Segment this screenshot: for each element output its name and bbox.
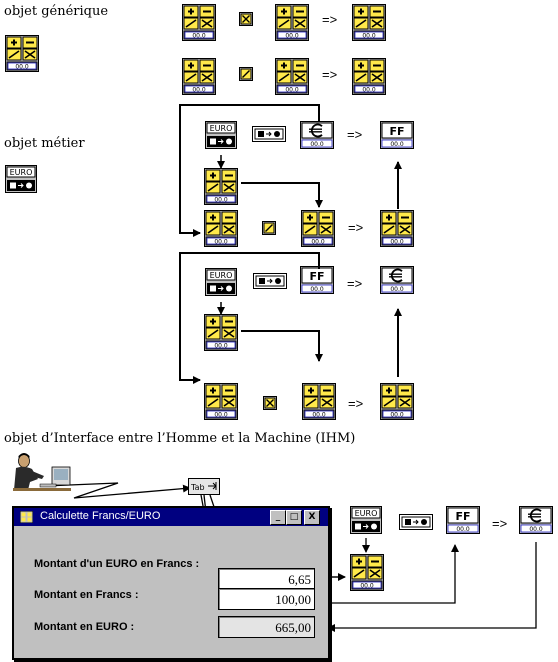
divide-operator-icon	[239, 67, 253, 81]
convert-function-icon	[253, 273, 287, 289]
yields-arrow-text: =>	[322, 67, 338, 82]
svg-text:00.0: 00.0	[214, 197, 228, 204]
svg-text:00.0: 00.0	[390, 412, 404, 419]
svg-text:00.0: 00.0	[214, 343, 228, 350]
svg-text:00.0: 00.0	[390, 239, 404, 246]
svg-text:00.0: 00.0	[214, 412, 228, 419]
svg-text:00.0: 00.0	[456, 526, 470, 533]
svg-text:FF: FF	[455, 510, 470, 523]
calculator-window: Calculette Francs/EURO _ □ X Montant d'u…	[12, 506, 330, 660]
yields-arrow-text: =>	[322, 12, 338, 27]
franc-display-object-icon: FF 00.0	[300, 266, 334, 294]
calculator-object-icon: 00.0	[275, 4, 309, 41]
franc-display-object-icon: FF 00.0	[446, 506, 480, 534]
calculator-object-icon: 00.0	[302, 383, 336, 420]
euro-converter-object-icon: EURO	[205, 268, 237, 296]
svg-text:EURO: EURO	[10, 168, 33, 177]
francs-input[interactable]: 100,00	[218, 588, 315, 610]
svg-text:00.0: 00.0	[362, 87, 376, 94]
calculator-object-icon: 00.0	[204, 210, 238, 247]
svg-text:EURO: EURO	[210, 124, 233, 133]
app-icon	[20, 511, 33, 523]
svg-text:00.0: 00.0	[362, 33, 376, 40]
calculator-object-icon: 00.0	[5, 35, 39, 72]
svg-text:00.0: 00.0	[310, 286, 324, 293]
field-label-francs: Montant en Francs :	[34, 589, 139, 601]
user-at-computer-icon	[13, 453, 71, 491]
connector-loop-1	[179, 104, 320, 237]
calculator-object-icon: 00.0	[182, 58, 216, 95]
svg-text:00.0: 00.0	[312, 412, 326, 419]
svg-text:00.0: 00.0	[529, 526, 543, 533]
calculator-object-icon: 00.0	[301, 210, 335, 247]
svg-text:EURO: EURO	[210, 271, 233, 280]
svg-text:00.0: 00.0	[285, 87, 299, 94]
generic-object-label: objet générique	[4, 4, 109, 19]
connector-operand-1	[241, 182, 323, 208]
calculator-object-icon: 00.0	[204, 314, 238, 351]
calculator-object-icon: 00.0	[380, 210, 414, 247]
svg-text:00.0: 00.0	[390, 141, 404, 148]
svg-text:FF: FF	[389, 125, 404, 138]
convert-function-icon	[399, 514, 433, 530]
minimize-button[interactable]: _	[270, 510, 286, 525]
svg-text:00.0: 00.0	[311, 239, 325, 246]
maximize-button[interactable]: □	[286, 510, 302, 525]
calculator-object-icon: 00.0	[182, 4, 216, 41]
euro-display-object-icon: 00.0	[380, 266, 414, 294]
svg-text:EURO: EURO	[355, 509, 378, 518]
svg-text:00.0: 00.0	[285, 33, 299, 40]
euro-display-object-icon: 00.0	[519, 506, 553, 534]
euro-converter-object-icon: EURO	[205, 121, 237, 149]
svg-text:00.0: 00.0	[214, 239, 228, 246]
euro-converter-object-icon: EURO	[350, 506, 382, 534]
field-label-euro: Montant en EURO :	[34, 621, 135, 633]
yields-arrow-text: =>	[347, 276, 363, 291]
yields-arrow-text: =>	[348, 220, 364, 235]
tab-key-icon: Tab	[188, 478, 220, 495]
euro-result-field: 665,00	[218, 616, 315, 638]
calculator-object-icon: 00.0	[380, 383, 414, 420]
yields-arrow-text: =>	[348, 396, 364, 411]
svg-text:00.0: 00.0	[310, 141, 324, 148]
field-label-rate: Montant d'un EURO en Francs :	[34, 558, 200, 570]
euro-display-object-icon: 00.0	[300, 121, 334, 149]
connector-euro-result-to-field3	[327, 542, 537, 632]
multiply-operator-icon	[263, 396, 277, 410]
calculator-object-icon: 00.0	[275, 58, 309, 95]
yields-arrow-text: =>	[492, 516, 508, 531]
calculator-object-icon: 00.0	[352, 4, 386, 41]
multiply-operator-icon	[239, 12, 253, 26]
euro-converter-object-icon: EURO	[5, 165, 37, 193]
svg-text:00.0: 00.0	[390, 286, 404, 293]
connector-user-to-tab	[44, 482, 191, 499]
connector-loop-2	[179, 252, 320, 384]
svg-text:00.0: 00.0	[192, 33, 206, 40]
franc-display-object-icon: FF 00.0	[380, 121, 414, 149]
calculator-object-icon: 00.0	[350, 554, 384, 591]
ihm-object-label: objet d’Interface entre l’Homme et la Ma…	[4, 431, 356, 446]
window-title-bar[interactable]: Calculette Francs/EURO _ □ X	[14, 508, 328, 526]
window-title: Calculette Francs/EURO	[40, 510, 161, 522]
svg-text:FF: FF	[309, 270, 324, 283]
calculator-object-icon: 00.0	[352, 58, 386, 95]
yields-arrow-text: =>	[347, 127, 363, 142]
svg-text:00.0: 00.0	[360, 583, 374, 590]
connector-field2-to-ff	[318, 544, 459, 604]
business-object-label: objet métier	[4, 136, 85, 151]
svg-text:00.0: 00.0	[15, 64, 29, 71]
calculator-object-icon: 00.0	[204, 383, 238, 420]
tab-key-label: Tab	[190, 483, 205, 492]
svg-text:00.0: 00.0	[192, 87, 206, 94]
convert-function-icon	[252, 126, 286, 142]
calculator-object-icon: 00.0	[204, 168, 238, 205]
connector-operand-2	[241, 330, 323, 362]
rate-input[interactable]: 6,65	[218, 568, 315, 590]
divide-operator-icon	[262, 221, 276, 235]
close-button[interactable]: X	[304, 510, 320, 525]
